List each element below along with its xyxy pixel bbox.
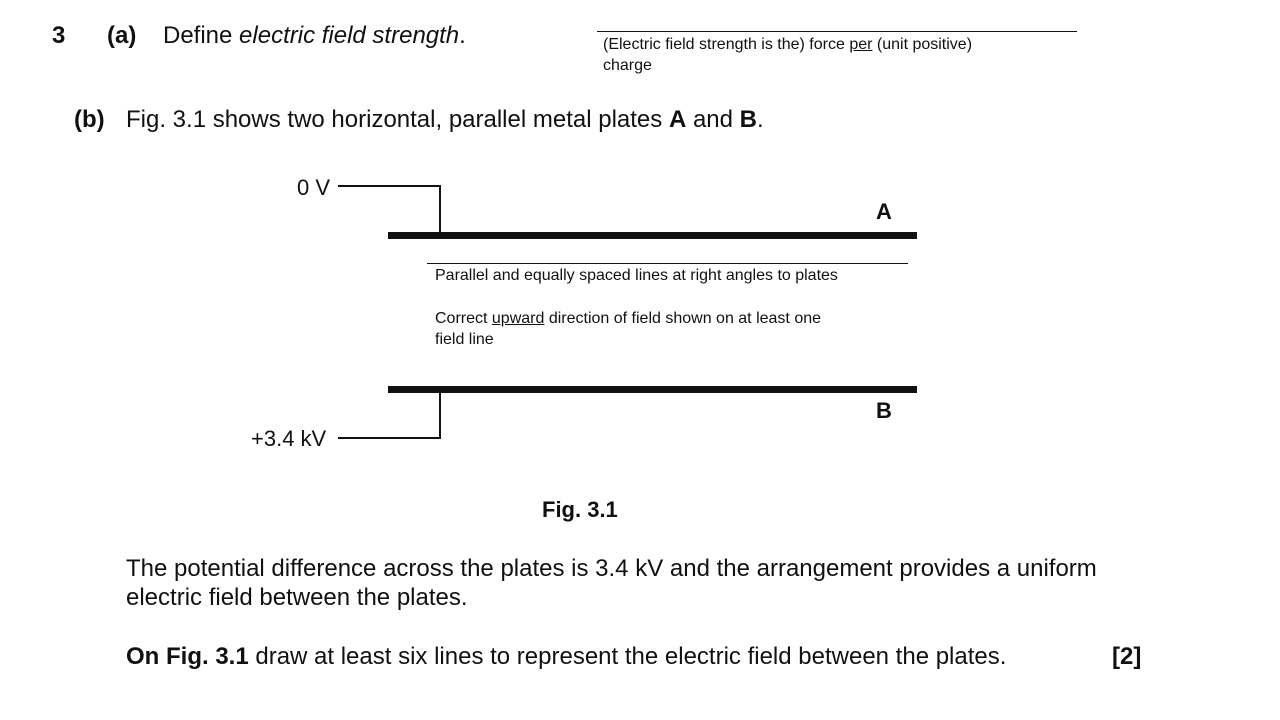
answer-a-text-pre: (Electric field strength is the) force: [603, 36, 850, 53]
part-a-prompt-term: electric field strength: [239, 22, 460, 49]
part-b-intro-plate-b: B: [739, 106, 758, 133]
top-wire-horizontal: [338, 185, 441, 187]
part-a-prompt-start: Define: [163, 22, 240, 49]
answer-line-a: [597, 31, 1077, 32]
answer-a-text-post: (unit positive): [872, 36, 973, 53]
plate-b: [388, 386, 917, 393]
instruction-bold: On Fig. 3.1: [126, 643, 249, 670]
top-wire-vertical: [439, 185, 441, 233]
bottom-voltage-label: +3.4 kV: [251, 426, 327, 451]
part-b-label: (b): [74, 106, 105, 133]
mark-2-underlined: upward: [491, 310, 545, 327]
part-b-intro: Fig. 3.1 shows two horizontal, parallel …: [126, 106, 764, 134]
bottom-wire-horizontal: [338, 437, 441, 439]
bottom-wire-vertical: [439, 393, 441, 439]
part-a-prompt-end: .: [459, 22, 466, 49]
mark-2-post: direction of field shown on at least one: [544, 310, 822, 327]
plate-b-label: B: [876, 398, 892, 423]
mark-scheme-line: [427, 263, 908, 264]
plate-a-label: A: [876, 199, 892, 224]
paragraph-line-2: electric field between the plates.: [126, 584, 468, 611]
part-b-intro-end: .: [757, 106, 764, 133]
mark-scheme-point-2: Correct upward direction of field shown …: [435, 308, 821, 329]
answer-a-text-underlined: per: [849, 36, 873, 53]
mark-scheme-point-1: Parallel and equally spaced lines at rig…: [435, 267, 838, 284]
paragraph-line-1: The potential difference across the plat…: [126, 555, 1097, 582]
part-b-intro-pre: Fig. 3.1 shows two horizontal, parallel …: [126, 106, 669, 133]
answer-a-line1: (Electric field strength is the) force p…: [603, 34, 972, 55]
marks-label: [2]: [1112, 643, 1142, 670]
question-number: 3: [52, 22, 66, 49]
part-b-intro-plate-a: A: [668, 106, 687, 133]
answer-a-line2: charge: [603, 57, 652, 74]
mark-2-pre: Correct: [435, 310, 492, 327]
part-a-prompt: Define electric field strength.: [163, 22, 466, 50]
part-b-intro-and: and: [686, 106, 740, 133]
top-voltage-label: 0 V: [297, 175, 331, 200]
mark-scheme-point-2-line2: field line: [435, 331, 494, 348]
instruction: On Fig. 3.1 draw at least six lines to r…: [126, 643, 1006, 671]
figure-caption: Fig. 3.1: [542, 497, 618, 522]
plate-a: [388, 232, 917, 239]
instruction-rest: draw at least six lines to represent the…: [248, 643, 1007, 670]
part-a-label: (a): [107, 22, 137, 49]
